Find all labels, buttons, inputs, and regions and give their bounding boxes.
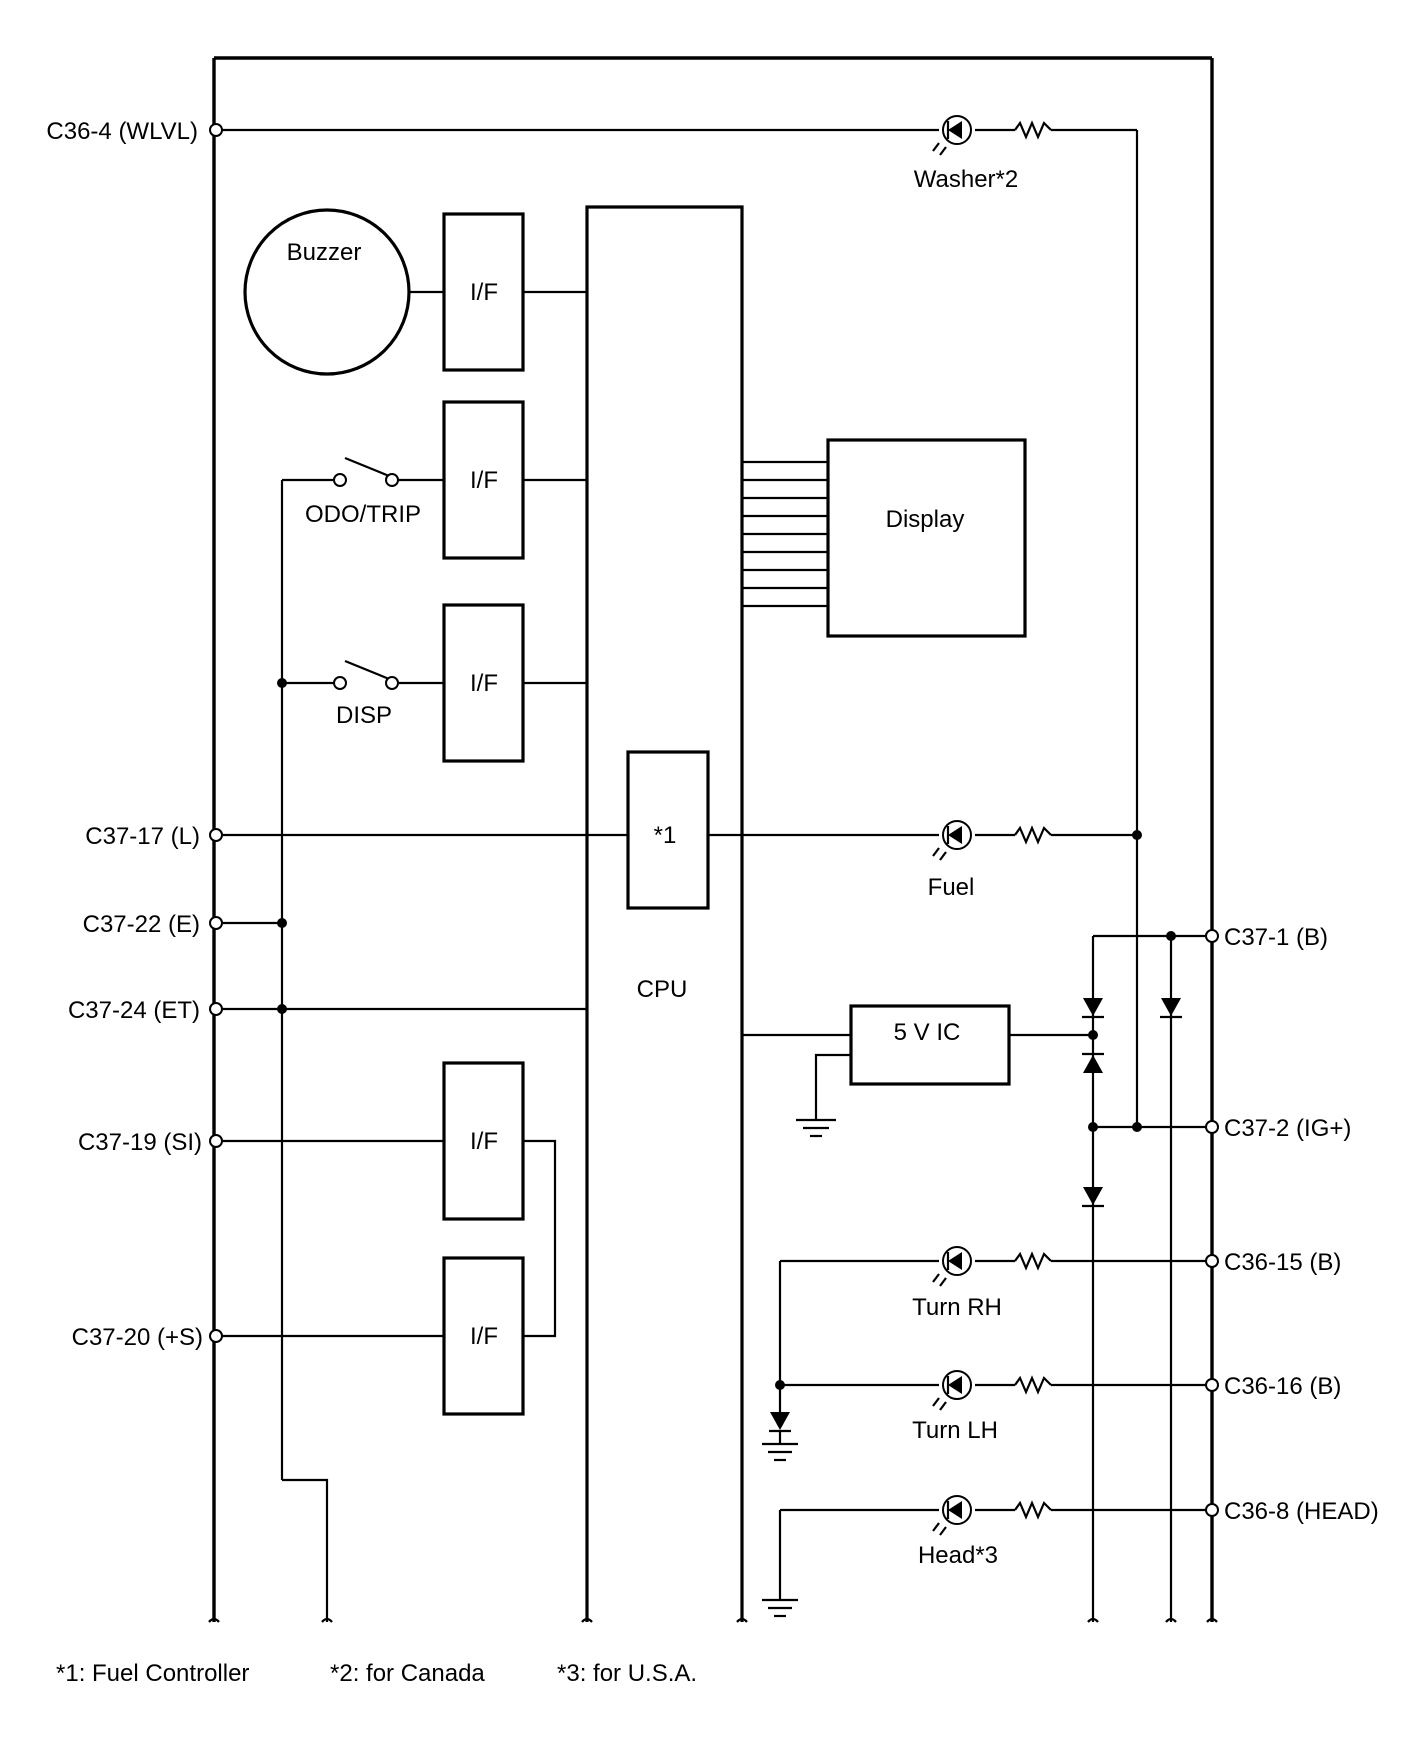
connector-label-c37-2: C37-2 (IG+): [1224, 1115, 1351, 1142]
connector-label-c37-24: C37-24 (ET): [68, 997, 200, 1024]
washer-indicator-label: Washer*2: [914, 166, 1018, 193]
connector-label-c36-8: C36-8 (HEAD): [1224, 1498, 1379, 1525]
resistor-head: [1014, 1500, 1052, 1520]
interface-block-3: [442, 603, 525, 763]
ground-symbol-ic: [796, 1118, 836, 1138]
interface-label-3: I/F: [470, 670, 498, 697]
turn-rh-led-icon: [932, 1246, 972, 1287]
turn-ground-diode: [769, 1412, 791, 1444]
odo-trip-switch-contact-b: [385, 473, 399, 487]
resistor-fuel: [1014, 825, 1052, 845]
ground-symbol-turn: [762, 1442, 798, 1462]
interface-label-1: I/F: [470, 279, 498, 306]
connector-label-c37-19: C37-19 (SI): [78, 1129, 202, 1156]
ground-symbol-head: [762, 1598, 798, 1618]
terminal-c37-2: [1205, 1120, 1219, 1134]
odo-trip-switch-contact-a: [333, 473, 347, 487]
terminal-c36-4: [209, 123, 223, 137]
connector-label-c37-20: C37-20 (+S): [72, 1324, 203, 1351]
head-indicator-label: Head*3: [918, 1542, 998, 1569]
diode-b-bus: [1160, 998, 1182, 1019]
fuel-controller-block: [626, 750, 710, 910]
connector-label-c36-15: C36-15 (B): [1224, 1249, 1341, 1276]
terminal-c37-24: [209, 1002, 223, 1016]
5v-ic-block: [849, 1004, 1011, 1086]
interface-label-4: I/F: [470, 1128, 498, 1155]
connector-label-c37-1: C37-1 (B): [1224, 924, 1328, 951]
resistor-turn-rh: [1014, 1251, 1052, 1271]
connector-label-c36-16: C36-16 (B): [1224, 1373, 1341, 1400]
disp-switch-contact-b: [385, 676, 399, 690]
terminal-c36-15: [1205, 1254, 1219, 1268]
interface-block-2: [442, 400, 525, 560]
odo-trip-switch-label: ODO/TRIP: [305, 501, 421, 528]
diode-b-down: [1082, 998, 1104, 1019]
connector-label-c37-22: C37-22 (E): [83, 911, 200, 938]
interface-label-5: I/F: [470, 1323, 498, 1350]
diode-ig-up: [1082, 1052, 1104, 1073]
resistor-turn-lh: [1014, 1375, 1052, 1395]
turn-lh-led-icon: [932, 1370, 972, 1411]
cpu-label: CPU: [637, 976, 688, 1003]
disp-switch-label: DISP: [336, 702, 392, 729]
interface-block-5: [442, 1256, 525, 1416]
washer-led-icon: [932, 115, 972, 156]
display-label: Display: [886, 506, 965, 533]
terminal-c36-16: [1205, 1378, 1219, 1392]
odo-trip-switch-lever: [344, 456, 395, 480]
turn-rh-indicator-label: Turn RH: [912, 1294, 1002, 1321]
terminal-c37-22: [209, 916, 223, 930]
terminal-c37-20: [209, 1329, 223, 1343]
fuel-indicator-label: Fuel: [928, 874, 975, 901]
cpu-block: [585, 205, 744, 1622]
buzzer-label: Buzzer: [287, 239, 362, 266]
buzzer: [243, 208, 411, 376]
footnote-3: *3: for U.S.A.: [557, 1660, 697, 1687]
connector-label-c37-17: C37-17 (L): [85, 823, 200, 850]
connector-label-c36-4: C36-4 (WLVL): [46, 118, 198, 145]
wire-break-marks: [208, 1617, 1218, 1623]
turn-lh-indicator-label: Turn LH: [912, 1417, 998, 1444]
diode-lower: [1082, 1187, 1104, 1208]
5v-ic-label: 5 V IC: [894, 1019, 961, 1046]
terminal-c37-19: [209, 1134, 223, 1148]
head-led-icon: [932, 1495, 972, 1536]
fuel-controller-label: *1: [654, 822, 677, 849]
footnote-1: *1: Fuel Controller: [56, 1660, 249, 1687]
fuel-led-icon: [932, 820, 972, 861]
display-data-bus: [742, 460, 828, 608]
resistor-washer: [1014, 120, 1052, 140]
interface-label-2: I/F: [470, 467, 498, 494]
interface-block-4: [442, 1061, 525, 1221]
footnote-2: *2: for Canada: [330, 1660, 485, 1687]
terminal-c36-8: [1205, 1503, 1219, 1517]
disp-switch-lever: [344, 659, 395, 683]
display-block: [826, 438, 1027, 638]
terminal-c37-17: [209, 828, 223, 842]
disp-switch-contact-a: [333, 676, 347, 690]
terminal-c37-1: [1205, 929, 1219, 943]
interface-block-1: [442, 212, 525, 372]
